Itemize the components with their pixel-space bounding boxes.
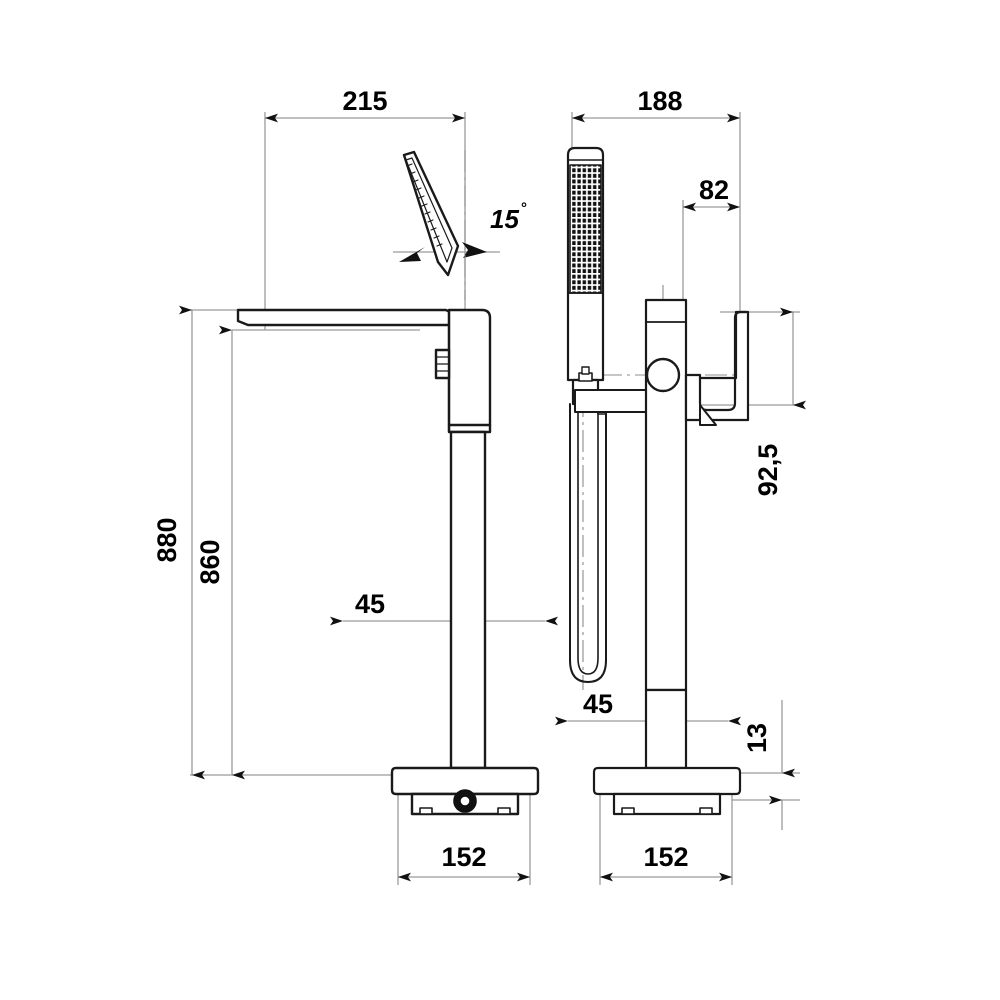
dim-text-152a: 152 <box>441 842 486 872</box>
spray-wand-inner <box>405 157 453 263</box>
front-view-geometry <box>236 150 540 816</box>
spout-arm <box>236 308 454 327</box>
dim-text-13: 13 <box>742 723 772 753</box>
side-outlet-arm <box>574 389 649 413</box>
dimension-text-layer: 215 188 82 880 860 45 45 152 152 92,5 13… <box>152 86 783 872</box>
angle-arrow-right <box>462 242 487 258</box>
hose-inner <box>577 403 599 675</box>
dim-text-45a: 45 <box>355 589 385 619</box>
dim-text-860: 860 <box>195 539 225 584</box>
angle-arrows <box>399 242 487 262</box>
side-base-foot-left <box>621 807 635 815</box>
front-base-foot-right <box>497 807 511 815</box>
handle-mount-circle <box>645 357 681 393</box>
side-lever-handle <box>684 310 750 422</box>
angle-arrow-left <box>399 247 425 262</box>
front-column <box>449 430 487 770</box>
dim-text-82: 82 <box>699 175 729 205</box>
dim-text-45b: 45 <box>583 689 613 719</box>
hose-outer <box>569 403 607 683</box>
side-base-body <box>612 792 722 816</box>
dim-text-925: 92,5 <box>753 444 783 497</box>
dim-text-152b: 152 <box>643 842 688 872</box>
dim-text-215: 215 <box>342 86 387 116</box>
side-lever-taper <box>699 404 717 426</box>
mixer-body <box>447 308 492 434</box>
side-view-geometry <box>566 146 750 816</box>
dim-text-188: 188 <box>637 86 682 116</box>
side-base-foot-right <box>699 807 713 815</box>
side-lever-outline <box>698 310 748 380</box>
dim-text-880: 880 <box>152 517 182 562</box>
side-column <box>644 688 688 770</box>
degree-symbol: ° <box>521 200 527 217</box>
spray-wand <box>402 150 460 277</box>
angle-text-15: 15 <box>490 204 519 234</box>
side-base-plate <box>592 766 742 796</box>
spray-wand-texture <box>406 163 443 247</box>
hose-pin <box>581 366 590 375</box>
dimension-lines-layer <box>179 112 806 885</box>
front-base-plate <box>390 766 540 796</box>
front-base-foot-left <box>419 807 433 815</box>
front-base-bore-inner <box>459 795 471 807</box>
handshower-spray-face <box>569 164 602 294</box>
